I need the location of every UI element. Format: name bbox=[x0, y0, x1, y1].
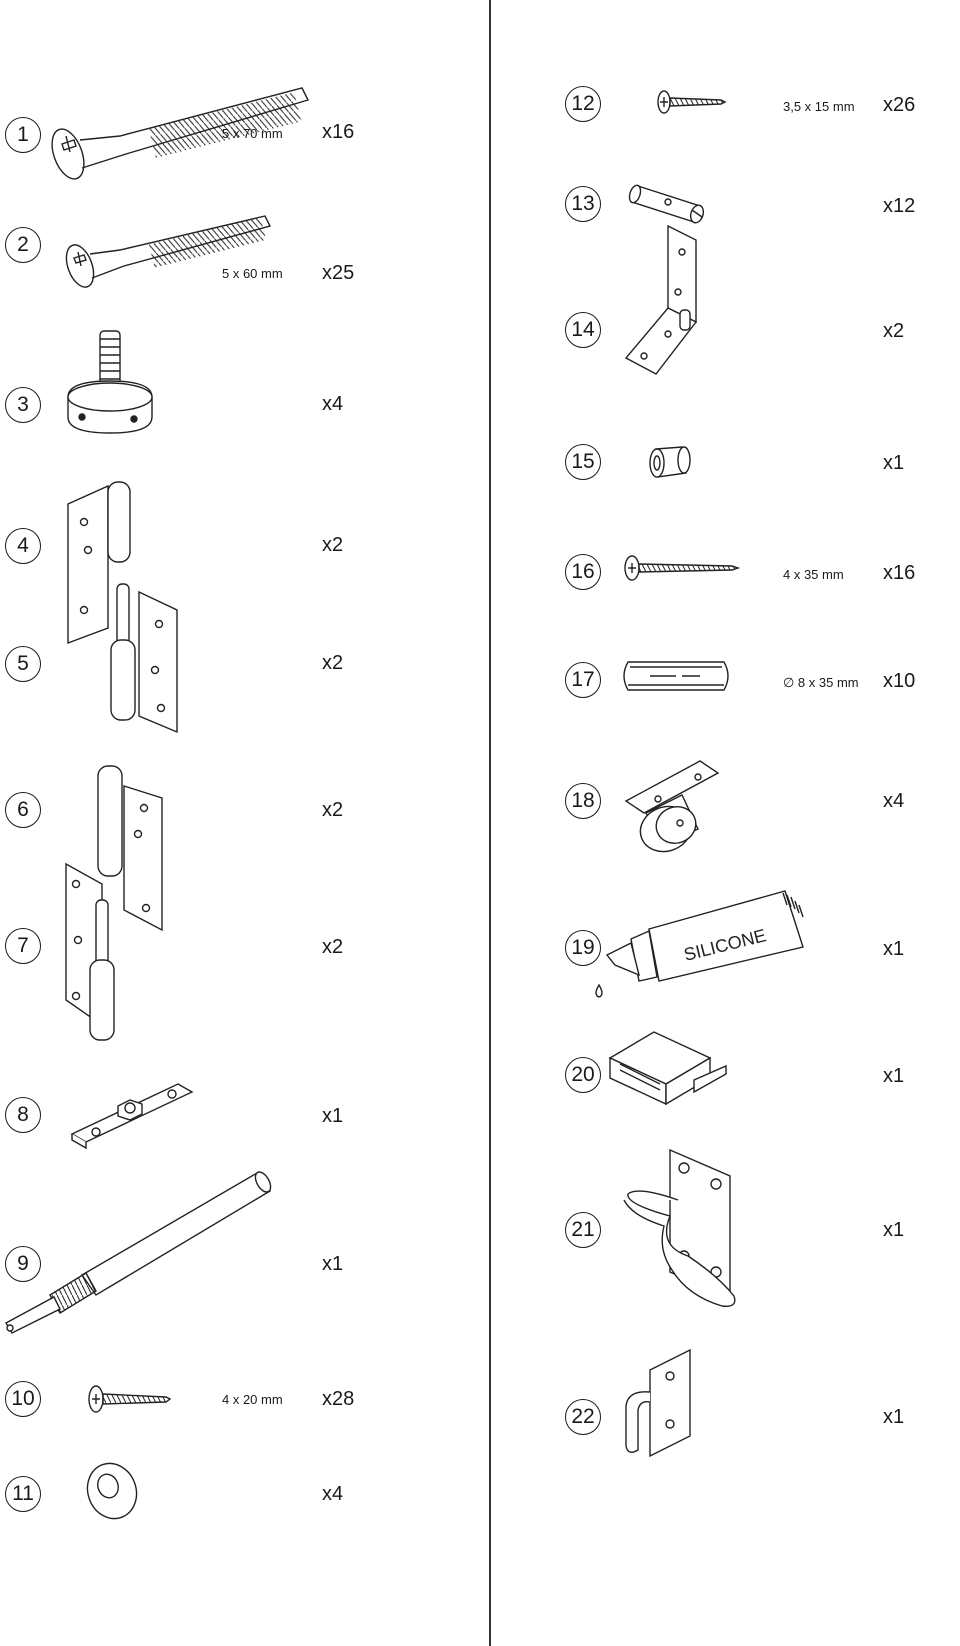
part-quantity: x1 bbox=[883, 1406, 905, 1428]
part-quantity: x2 bbox=[322, 799, 344, 821]
part-quantity: x1 bbox=[322, 1105, 344, 1127]
part-size-label: 3,5 x 15 mm bbox=[783, 99, 855, 114]
part-quantity: x12 bbox=[883, 195, 916, 217]
part-size-label: 4 x 35 mm bbox=[783, 567, 844, 582]
angle-hinge-icon bbox=[620, 222, 720, 382]
part-quantity: x26 bbox=[883, 94, 916, 116]
lift-off-hinge-icon bbox=[62, 478, 142, 648]
part-number-badge: 9 bbox=[5, 1246, 41, 1282]
part-number-badge: 13 bbox=[565, 186, 601, 222]
part-quantity: x28 bbox=[322, 1388, 355, 1410]
part-number-badge: 12 bbox=[565, 86, 601, 122]
part-number-badge: 21 bbox=[565, 1212, 601, 1248]
part-number-badge: 3 bbox=[5, 387, 41, 423]
small-screw-icon bbox=[655, 88, 735, 118]
part-number-badge: 6 bbox=[5, 792, 41, 828]
threaded-rod-icon bbox=[2, 1165, 282, 1340]
magnetic-catch-icon bbox=[606, 1030, 731, 1115]
part-number-badge: 19 bbox=[565, 930, 601, 966]
part-quantity: x16 bbox=[322, 121, 355, 143]
part-quantity: x10 bbox=[883, 670, 916, 692]
screw-icon bbox=[622, 554, 747, 584]
part-quantity: x1 bbox=[322, 1253, 344, 1275]
castor-wheel-icon bbox=[622, 755, 722, 855]
part-number-badge: 7 bbox=[5, 928, 41, 964]
part-number-badge: 8 bbox=[5, 1097, 41, 1133]
part-quantity: x1 bbox=[883, 1065, 905, 1087]
part-number-badge: 4 bbox=[5, 528, 41, 564]
adjustable-foot-icon bbox=[62, 325, 162, 440]
wall-hook-icon bbox=[620, 1346, 700, 1461]
part-size-label: ∅ 8 x 35 mm bbox=[783, 675, 859, 690]
part-number-badge: 22 bbox=[565, 1399, 601, 1435]
short-screw-icon bbox=[86, 1383, 176, 1415]
part-quantity: x1 bbox=[883, 938, 905, 960]
wood-screw-icon bbox=[60, 210, 280, 300]
long-wood-screw-icon bbox=[40, 78, 330, 188]
part-size-label: 5 x 70 mm bbox=[222, 126, 283, 141]
part-quantity: x2 bbox=[883, 320, 905, 342]
part-number-badge: 10 bbox=[5, 1381, 41, 1417]
part-number-badge: 18 bbox=[565, 783, 601, 819]
part-quantity: x1 bbox=[883, 1219, 905, 1241]
part-size-label: 5 x 60 mm bbox=[222, 266, 283, 281]
lift-off-hinge-icon bbox=[92, 760, 172, 935]
part-quantity: x16 bbox=[883, 562, 916, 584]
part-number-badge: 16 bbox=[565, 554, 601, 590]
lift-off-hinge-pin-icon bbox=[105, 580, 185, 738]
part-number-badge: 17 bbox=[565, 662, 601, 698]
lift-off-hinge-pin-icon bbox=[60, 860, 130, 1045]
part-number-badge: 2 bbox=[5, 227, 41, 263]
column-divider bbox=[489, 0, 491, 1646]
nut-plate-icon bbox=[68, 1074, 198, 1144]
part-number-badge: 5 bbox=[5, 646, 41, 682]
coat-hook-icon bbox=[618, 1146, 738, 1316]
part-number-badge: 11 bbox=[5, 1476, 41, 1512]
part-quantity: x2 bbox=[322, 534, 344, 556]
spacer-sleeve-icon bbox=[646, 443, 694, 483]
wooden-dowel-icon bbox=[620, 658, 735, 694]
part-quantity: x2 bbox=[322, 936, 344, 958]
part-number-badge: 15 bbox=[565, 444, 601, 480]
cam-bolt-icon bbox=[628, 176, 718, 226]
part-quantity: x4 bbox=[322, 393, 344, 415]
part-number-badge: 20 bbox=[565, 1057, 601, 1093]
part-quantity: x2 bbox=[322, 652, 344, 674]
part-number-badge: 14 bbox=[565, 312, 601, 348]
part-quantity: x25 bbox=[322, 262, 355, 284]
part-quantity: x1 bbox=[883, 452, 905, 474]
part-number-badge: 1 bbox=[5, 117, 41, 153]
part-quantity: x4 bbox=[322, 1483, 344, 1505]
part-size-label: 4 x 20 mm bbox=[222, 1392, 283, 1407]
washer-icon bbox=[84, 1460, 140, 1522]
silicone-tube-icon: SILICONE bbox=[585, 885, 810, 1005]
part-quantity: x4 bbox=[883, 790, 905, 812]
